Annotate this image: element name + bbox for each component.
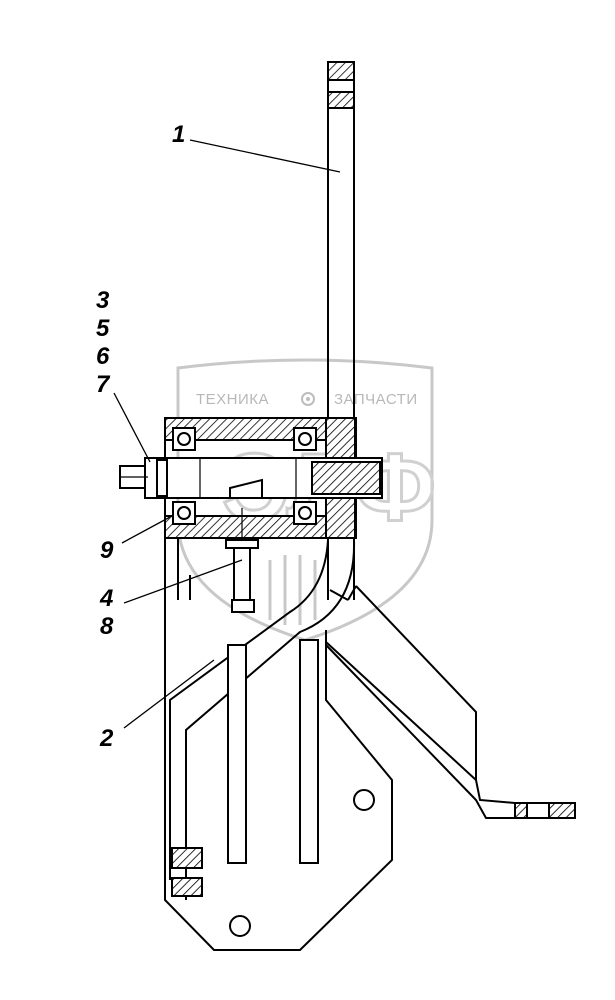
- mounting-hole: [353, 789, 375, 811]
- callout-4: 4: [99, 585, 113, 612]
- callout-9: 9: [100, 537, 114, 564]
- bearing-bottom-right: [293, 501, 317, 525]
- watermark-text-right: ЗАПЧАСТИ: [334, 391, 418, 408]
- callout-1: 1: [172, 121, 185, 148]
- pedal-arm: [325, 585, 576, 819]
- mounting-hole-lower: [229, 915, 251, 937]
- callout-3: 3: [96, 287, 110, 314]
- bearing-top-left: [172, 427, 196, 451]
- bearing-top-right: [293, 427, 317, 451]
- left-bolt-assembly: [119, 457, 168, 499]
- callout-7: 7: [96, 371, 111, 398]
- part-2-bracket: [164, 538, 393, 951]
- wheat-emblem-icon: [268, 555, 317, 625]
- callout-5: 5: [96, 315, 110, 342]
- callout-2: 2: [99, 725, 114, 752]
- bearing-housing: [149, 417, 383, 539]
- bearing-bottom-left: [172, 501, 196, 525]
- part-1-lever: [169, 61, 356, 900]
- gear-icon: [301, 392, 315, 406]
- adjusting-bolt: [225, 508, 259, 613]
- leader-lines: [113, 139, 341, 729]
- callout-8: 8: [100, 613, 114, 640]
- watermark-text-left: ТЕХНИКА: [196, 391, 269, 408]
- callout-6: 6: [96, 343, 110, 370]
